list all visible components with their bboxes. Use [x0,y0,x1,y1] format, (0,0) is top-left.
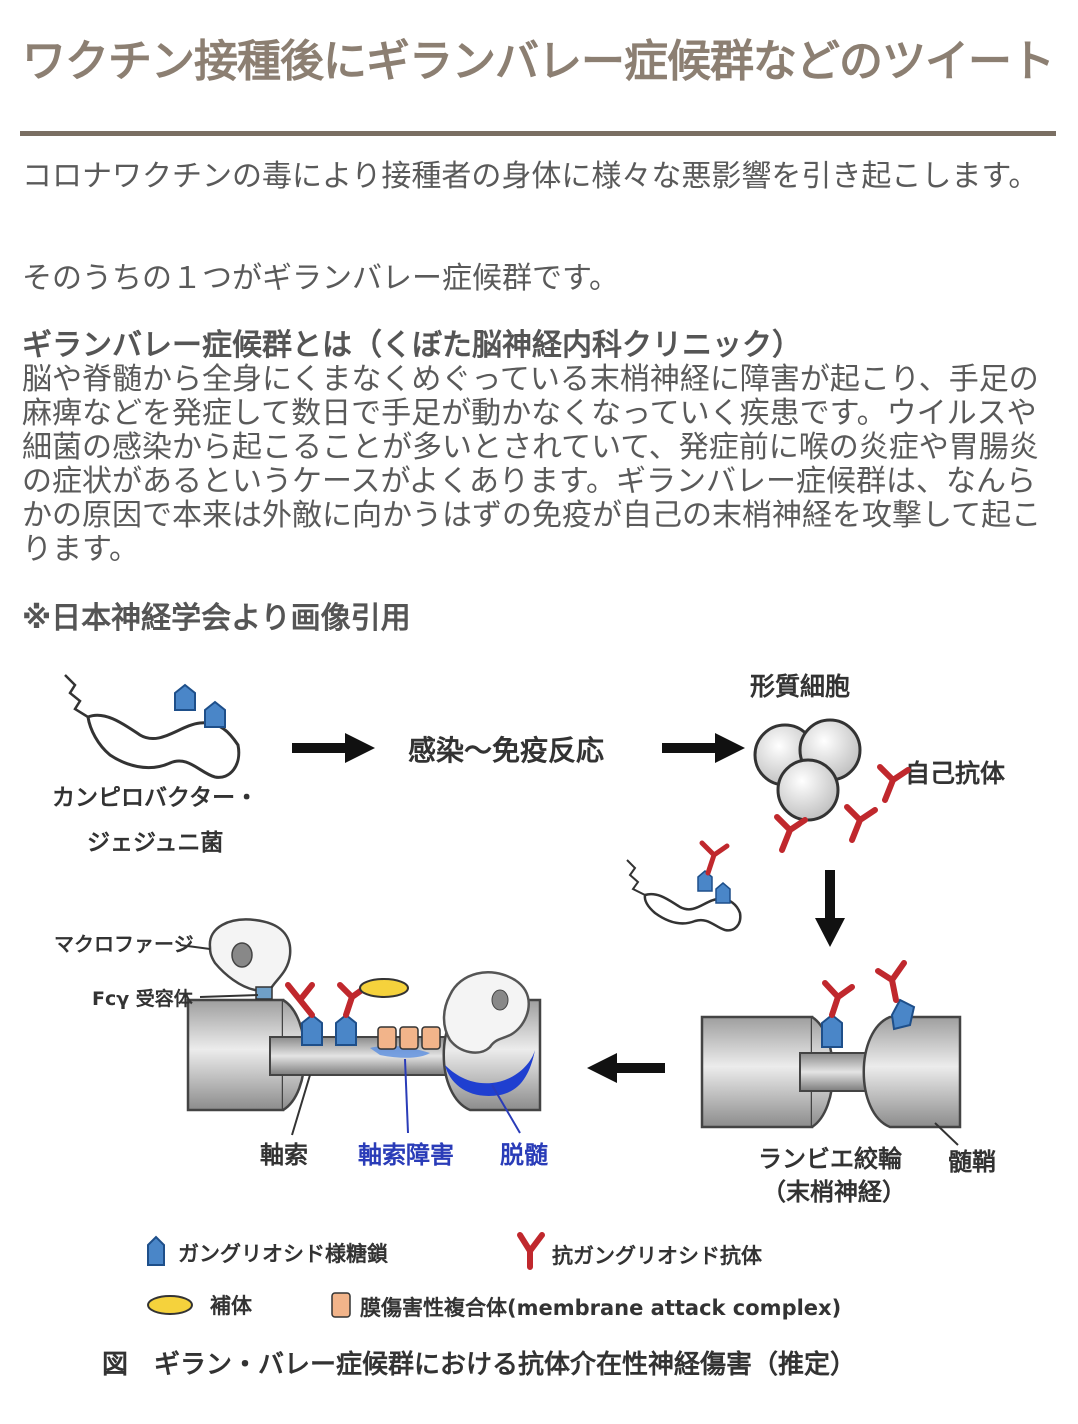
campylobacter-illustration [64,674,241,779]
normal-nerve-illustration [700,960,962,1146]
damaged-nerve-illustration [186,971,542,1136]
gbs-intro-paragraph: そのうちの１つがギランバレー症候群です。 [22,261,619,296]
complement-legend-icon [147,1295,193,1315]
axon-label: 軸索 [260,1141,308,1169]
plasma-cell-label: 形質細胞 [750,672,850,701]
page-title: ワクチン接種後にギランバレー症候群などのツイート [22,36,1055,87]
legend-antibody: 抗ガングリオシド抗体 [552,1244,763,1268]
title-divider [20,131,1056,136]
macrophage-label: マクロファージ [54,932,194,956]
axon-damage-label: 軸索障害 [358,1141,454,1169]
peripheral-nerve-label: （末梢神経） [762,1178,906,1206]
legend-mac: 膜傷害性複合体(membrane attack complex) [360,1296,841,1320]
macrophage-illustration [179,918,292,1000]
definition-heading: ギランバレー症候群とは（くぼた脳神経内科クリニック） [22,328,802,363]
mac-legend-icon [331,1292,351,1318]
fc-receptor-label: Fcγ 受容体 [92,987,194,1010]
bacteria-label-2: ジェジュニ菌 [87,830,223,856]
definition-body: 脳や脊髄から全身にくまなくめぐっている末梢神経に障害が起こり、手足の麻痺などを発… [22,362,1042,567]
legend-ganglioside: ガングリオシド様糖鎖 [178,1242,389,1266]
legend-complement: 補体 [209,1294,253,1318]
bacterium-with-antibody [626,840,742,932]
ganglioside-legend-icon [147,1235,165,1266]
plasma-cell-illustration [753,718,862,822]
image-credit: ※日本神経学会より画像引用 [22,601,411,636]
myelin-label: 髄鞘 [948,1148,996,1176]
arrow-down [815,870,845,947]
figure-caption: 図 ギラン・バレー症候群における抗体介在性神経傷害（推定） [102,1349,856,1380]
legend: ガングリオシド様糖鎖 抗ガングリオシド抗体 補体 膜傷害性複合体(membran… [147,1232,841,1320]
arrow-to-infection [292,733,375,763]
arrow-to-plasma-cell [662,733,745,763]
free-antibodies [774,764,911,853]
infection-label: 感染～免疫反応 [408,734,604,767]
gbs-mechanism-figure: カンピロバクター・ ジェジュニ菌 感染～免疫反応 形質細胞 自己抗体 [30,655,1050,1415]
node-of-ranvier-label: ランビエ絞輪 [758,1145,903,1173]
demyelination-label: 脱髄 [500,1141,548,1169]
arrow-left [587,1053,665,1083]
antibody-legend-icon [517,1232,545,1270]
intro-paragraph: コロナワクチンの毒により接種者の身体に様々な悪影響を引き起こします。 [22,159,1039,194]
autoantibody-label: 自己抗体 [905,759,1006,788]
bacteria-label-1: カンピロバクター・ [52,785,258,811]
